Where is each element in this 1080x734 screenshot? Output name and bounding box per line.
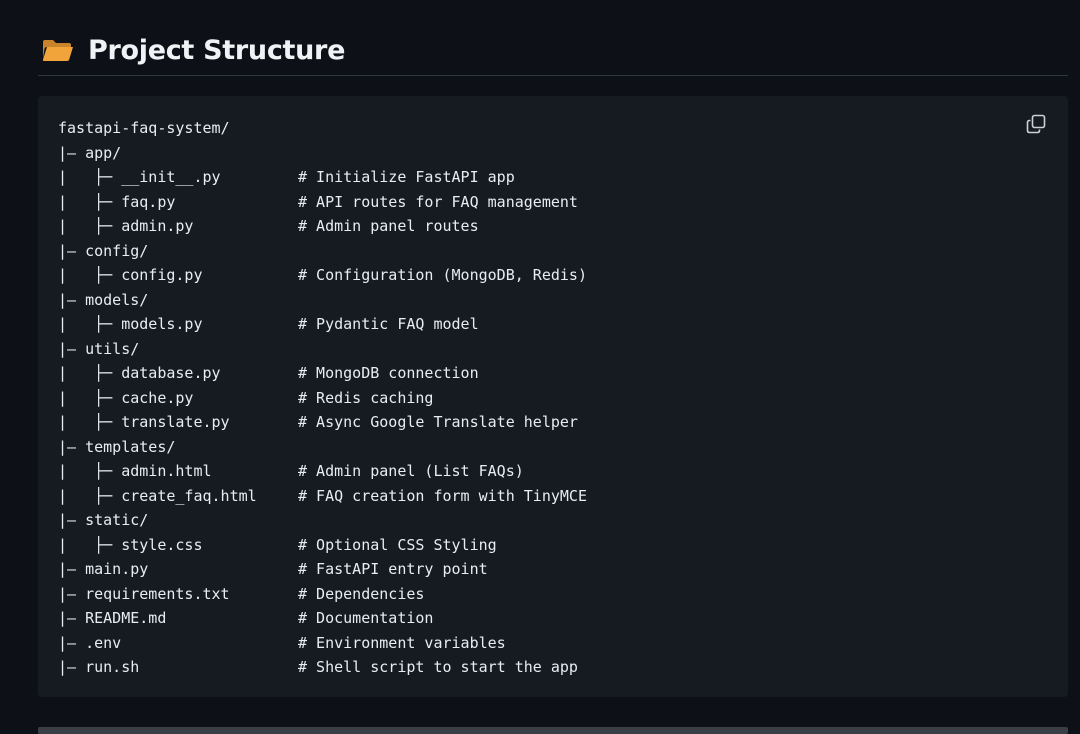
tree-comment: # Optional CSS Styling xyxy=(298,535,497,554)
code-line: |— run.sh # Shell script to start the app xyxy=(58,655,578,680)
tree-entry: |— utils/ xyxy=(58,339,140,358)
tree-comment: # Admin panel routes xyxy=(298,217,479,235)
tree-comment: # Async Google Translate helper xyxy=(298,413,578,431)
tree-entry: | ├─ cache.py xyxy=(58,388,194,407)
tree-entry: | ├─ translate.py xyxy=(58,413,230,431)
tree-entry: | ├─ models.py xyxy=(58,315,203,333)
tree-comment: # Shell script to start the app xyxy=(298,658,578,676)
tree-comment: # Environment variables xyxy=(298,633,506,652)
tree-entry: fastapi-faq-system/ xyxy=(58,119,230,137)
tree-entry: |— .env xyxy=(58,633,122,652)
code-block[interactable]: fastapi-faq-system/ |— app/ | ├─ __init__.… xyxy=(38,96,1068,697)
tree-entry: |— README.md xyxy=(58,609,167,627)
code-line: |— models/ xyxy=(58,288,257,313)
tree-entry: |— models/ xyxy=(58,290,149,309)
heading-divider xyxy=(38,75,1068,76)
tree-entry: | ├─ config.py xyxy=(58,266,203,284)
code-line: |— static/ xyxy=(58,508,257,533)
code-line: | ├─ database.py # MongoDB connection xyxy=(58,361,479,386)
file-tree: fastapi-faq-system/ |— app/ | ├─ __init__.… xyxy=(58,116,587,680)
copy-icon xyxy=(1026,114,1046,134)
tree-comment: # Redis caching xyxy=(298,388,434,407)
copy-button[interactable] xyxy=(1022,110,1050,138)
tree-entry: | ├─ admin.py xyxy=(58,217,194,235)
tree-entry: |— requirements.txt xyxy=(58,584,230,603)
code-line: |— requirements.txt # Dependencies xyxy=(58,582,424,607)
tree-comment: # Dependencies xyxy=(298,584,425,603)
tree-entry: | ├─ create_faq.html xyxy=(58,486,257,505)
code-line: |— app/ xyxy=(58,141,257,166)
page-title: Project Structure xyxy=(88,34,346,66)
tree-entry: | ├─ database.py xyxy=(58,364,221,382)
code-line: | ├─ style.css # Optional CSS Styling xyxy=(58,533,497,558)
tree-comment: # Configuration (MongoDB, Redis) xyxy=(298,266,587,284)
tree-comment: # FAQ creation form with TinyMCE xyxy=(298,486,587,505)
tree-comment: # FastAPI entry point xyxy=(298,560,488,578)
tree-entry: |— config/ xyxy=(58,241,149,260)
code-line: |— main.py # FastAPI entry point xyxy=(58,557,488,582)
code-line: |— README.md # Documentation xyxy=(58,606,433,631)
tree-entry: | ├─ style.css xyxy=(58,535,203,554)
tree-comment: # Pydantic FAQ model xyxy=(298,315,479,333)
folder-icon xyxy=(42,38,74,62)
code-line: | ├─ faq.py # API routes for FAQ manageme… xyxy=(58,190,578,215)
tree-entry: | ├─ __init__.py xyxy=(58,168,221,186)
code-line: |— utils/ xyxy=(58,337,257,362)
code-line: | ├─ cache.py # Redis caching xyxy=(58,386,433,411)
tree-entry: |— run.sh xyxy=(58,658,140,676)
code-line: | ├─ admin.html # Admin panel (List FAQs) xyxy=(58,459,524,484)
tree-entry: |— templates/ xyxy=(58,437,176,456)
code-line: fastapi-faq-system/ xyxy=(58,116,257,141)
code-line: |— config/ xyxy=(58,239,257,264)
tree-entry: |— static/ xyxy=(58,511,149,529)
code-line: | ├─ models.py # Pydantic FAQ model xyxy=(58,312,479,337)
tree-entry: |— app/ xyxy=(58,143,122,162)
code-line: |— .env # Environment variables xyxy=(58,631,506,656)
code-line: | ├─ admin.py # Admin panel routes xyxy=(58,214,479,239)
code-line: | ├─ config.py # Configuration (MongoDB, … xyxy=(58,263,587,288)
tree-entry: | ├─ admin.html xyxy=(58,462,212,480)
tree-entry: | ├─ faq.py xyxy=(58,192,176,211)
code-line: | ├─ create_faq.html # FAQ creation form … xyxy=(58,484,587,509)
tree-comment: # API routes for FAQ management xyxy=(298,192,578,211)
horizontal-scrollbar[interactable] xyxy=(38,727,1068,734)
tree-comment: # Initialize FastAPI app xyxy=(298,168,515,186)
tree-comment: # Admin panel (List FAQs) xyxy=(298,462,524,480)
code-line: | ├─ translate.py # Async Google Translat… xyxy=(58,410,578,435)
tree-entry: |— main.py xyxy=(58,560,149,578)
section-heading: Project Structure xyxy=(42,30,345,70)
tree-comment: # MongoDB connection xyxy=(298,364,479,382)
tree-comment: # Documentation xyxy=(298,609,434,627)
code-line: |— templates/ xyxy=(58,435,257,460)
code-line: | ├─ __init__.py # Initialize FastAPI app xyxy=(58,165,515,190)
